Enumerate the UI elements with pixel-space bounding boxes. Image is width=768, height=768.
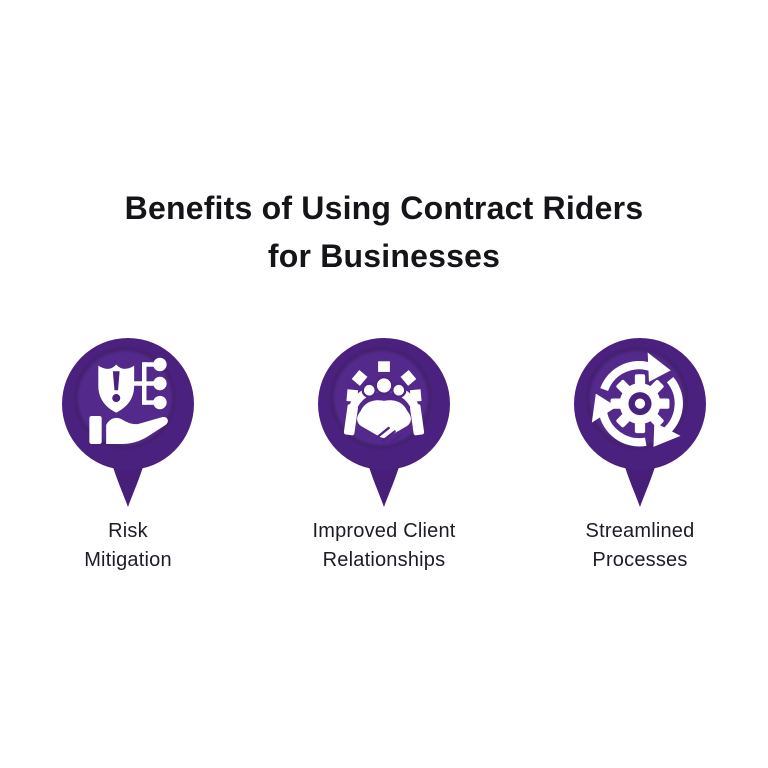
- page-title: Benefits of Using Contract Riders for Bu…: [0, 0, 768, 280]
- pin-marker: [318, 338, 450, 507]
- gear-cycle-arrows-icon: [591, 352, 683, 447]
- shield-alert-hand-icon: [89, 357, 168, 444]
- benefit-card-streamlined-processes: Streamlined Processes: [512, 336, 768, 575]
- benefit-card-improved-client-relationships: Improved Client Relationships: [256, 336, 512, 575]
- benefit-label: Improved Client Relationships: [312, 517, 455, 575]
- pin-marker: [574, 338, 706, 507]
- benefit-label: Streamlined Processes: [586, 517, 695, 575]
- benefits-row: Risk Mitigation: [0, 336, 768, 575]
- benefit-label-line2: Mitigation: [84, 549, 172, 571]
- benefit-label-line2: Relationships: [322, 549, 446, 571]
- benefit-label-line1: Streamlined: [585, 520, 695, 542]
- benefit-card-risk-mitigation: Risk Mitigation: [0, 336, 256, 575]
- benefit-label: Risk Mitigation: [84, 517, 172, 575]
- pin-marker: [62, 338, 194, 507]
- benefit-label-line1: Risk: [108, 520, 148, 542]
- benefit-label-line1: Improved Client: [312, 520, 456, 542]
- page-title-line1: Benefits of Using Contract Riders: [124, 190, 644, 226]
- benefit-label-line2: Processes: [592, 549, 688, 571]
- handshake-gear-icon: [343, 361, 425, 446]
- page-title-line2: for Businesses: [267, 238, 501, 274]
